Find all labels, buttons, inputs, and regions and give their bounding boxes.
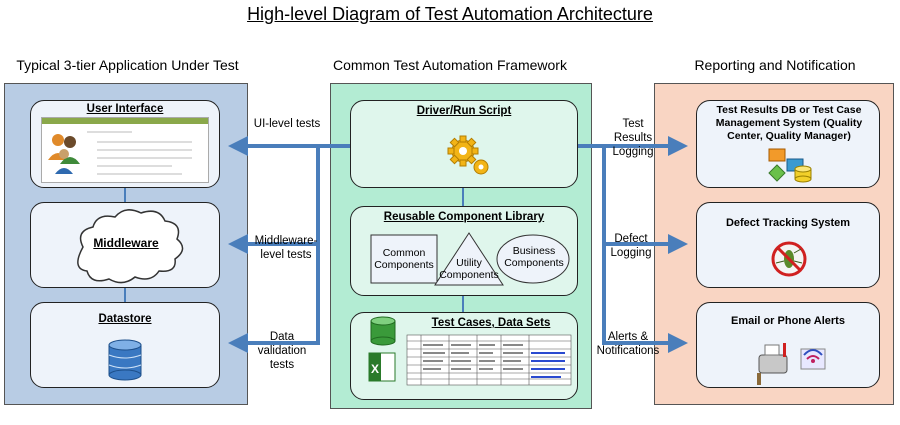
diagram-title: High-level Diagram of Test Automation Ar… bbox=[247, 4, 653, 24]
component-library-box: Reusable Component Library Common Compon… bbox=[350, 206, 578, 296]
results-db-icon bbox=[768, 148, 812, 183]
wireless-phone-icon bbox=[800, 348, 826, 370]
app-screenshot-thumbnail bbox=[41, 117, 209, 183]
left-column-heading: Typical 3-tier Application Under Test bbox=[16, 57, 239, 73]
green-database-icon bbox=[370, 316, 396, 346]
email-alerts-box: Email or Phone Alerts bbox=[696, 302, 880, 388]
datastore-tier-title: Datastore bbox=[98, 313, 152, 325]
component-shapes bbox=[370, 232, 570, 286]
component-library-title: Reusable Component Library bbox=[383, 211, 545, 223]
utility-components-label: Utility Components bbox=[439, 257, 499, 281]
center-column-heading: Common Test Automation Framework bbox=[333, 57, 567, 73]
defect-tracking-title: Defect Tracking System bbox=[725, 217, 851, 229]
alerts-notifications-label: Alerts & Notifications bbox=[596, 331, 660, 357]
alert-icons bbox=[757, 343, 826, 385]
gears-icon bbox=[447, 135, 489, 175]
email-alerts-title: Email or Phone Alerts bbox=[731, 315, 845, 327]
ui-tier-title: User Interface bbox=[86, 103, 164, 115]
common-components-label: Common Components bbox=[374, 247, 434, 271]
common-components-shape bbox=[370, 234, 438, 284]
middleware-level-arrow bbox=[228, 146, 320, 254]
test-cases-title: Test Cases, Data Sets bbox=[431, 317, 551, 329]
defect-logging-label: Defect Logging bbox=[610, 233, 652, 259]
driver-script-title: Driver/Run Script bbox=[416, 105, 512, 117]
ui-level-tests-label: UI-level tests bbox=[253, 118, 321, 130]
middleware-level-tests-label: Middleware-level tests bbox=[254, 235, 318, 261]
middleware-tier-box: Middleware bbox=[30, 202, 220, 288]
test-data-icons: X bbox=[368, 316, 572, 386]
driver-script-box: Driver/Run Script bbox=[350, 100, 578, 188]
svg-text:X: X bbox=[371, 362, 379, 376]
defect-tracking-box: Defect Tracking System bbox=[696, 202, 880, 288]
cloud-shape bbox=[77, 209, 184, 284]
business-components-label: Business Components bbox=[504, 245, 564, 269]
business-components-shape bbox=[496, 234, 570, 284]
test-results-db-title: Test Results DB or Test Case Management … bbox=[715, 104, 863, 142]
test-cases-box: Test Cases, Data Sets X bbox=[350, 312, 578, 400]
people-icon bbox=[48, 131, 192, 175]
no-bugs-icon bbox=[771, 241, 807, 277]
defect-logging-arrow bbox=[602, 146, 688, 254]
data-validation-arrow bbox=[228, 244, 320, 353]
test-results-logging-label: Test Results Logging bbox=[612, 118, 654, 158]
alerts-arrow bbox=[602, 244, 688, 353]
data-validation-tests-label: Data validation tests bbox=[257, 331, 307, 371]
spreadsheet-icon: X bbox=[368, 352, 396, 382]
test-results-db-box: Test Results DB or Test Case Management … bbox=[696, 100, 880, 188]
datastore-tier-box: Datastore bbox=[30, 302, 220, 388]
utility-components-shape bbox=[434, 232, 504, 286]
middleware-tier-title: Middleware bbox=[93, 236, 159, 250]
right-column-heading: Reporting and Notification bbox=[694, 57, 856, 73]
database-icon bbox=[108, 339, 142, 381]
mailbox-icon bbox=[757, 343, 788, 385]
ui-tier-box: User Interface bbox=[30, 100, 220, 188]
